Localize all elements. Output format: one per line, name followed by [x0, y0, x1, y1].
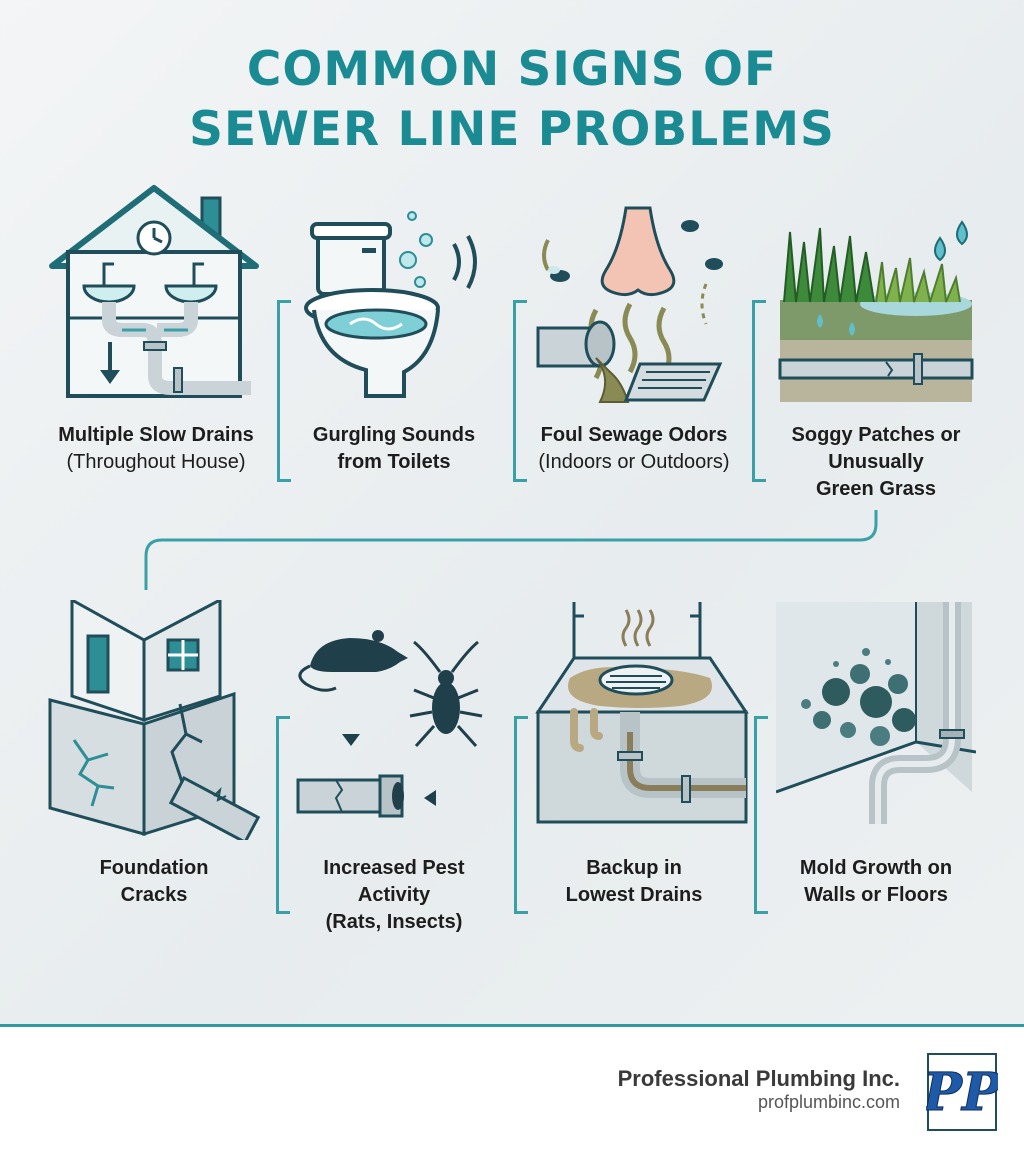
sign-2-sub: from Toilets [337, 451, 451, 473]
sign-4-sub: Unusually [828, 451, 924, 473]
sign-6-sub2: (Rats, Insects) [325, 911, 463, 933]
company-name: Professional Plumbing Inc. [617, 1066, 900, 1091]
sign-7-title: Backup in [586, 857, 682, 879]
title-line-2: SEWER LINE PROBLEMS [189, 102, 835, 157]
sign-caption-odors: Foul Sewage Odors (Indoors or Outdoors) [514, 422, 754, 476]
sign-2-title: Gurgling Sounds [312, 424, 476, 446]
floor-drain-backup-icon [535, 602, 749, 824]
sign-3-sub: (Indoors or Outdoors) [538, 451, 730, 473]
sign-1-sub: (Throughout House) [66, 451, 246, 473]
divider-bracket [277, 300, 291, 482]
sign-caption-mold: Mold Growth on Walls or Floors [756, 855, 996, 909]
sign-caption-slow-drains: Multiple Slow Drains (Throughout House) [36, 422, 276, 476]
company-url[interactable]: profplumbinc.com [757, 1092, 900, 1112]
cracked-foundation-icon [48, 600, 261, 840]
sign-5-title: Foundation [99, 857, 209, 879]
sign-caption-pests: Increased Pest Activity (Rats, Insects) [274, 855, 514, 936]
grass-pipe-icon [778, 220, 974, 402]
sign-8-sub: Walls or Floors [804, 884, 948, 906]
row-connector-line [144, 510, 878, 590]
divider-bracket [754, 716, 768, 914]
divider-bracket [276, 716, 290, 914]
sign-8-title: Mold Growth on [799, 857, 953, 879]
sign-caption-gurgling: Gurgling Sounds from Toilets [274, 422, 514, 476]
divider-bracket [752, 300, 766, 482]
divider-bracket [514, 716, 528, 914]
sign-5-sub: Cracks [120, 884, 188, 906]
sign-4-title: Soggy Patches or [791, 424, 961, 446]
sign-1-title: Multiple Slow Drains [58, 424, 254, 446]
page-title: COMMON SIGNS OF SEWER LINE PROBLEMS [0, 40, 1024, 160]
logo-text: PP [926, 1062, 998, 1123]
toilet-icon [304, 211, 477, 398]
sign-caption-backup: Backup in Lowest Drains [514, 855, 754, 909]
sign-caption-soggy-grass: Soggy Patches or Unusually Green Grass [756, 422, 996, 503]
title-line-1: COMMON SIGNS OF [246, 42, 778, 97]
sign-3-title: Foul Sewage Odors [540, 424, 728, 446]
sign-4-sub2: Green Grass [815, 478, 937, 500]
divider-bracket [513, 300, 527, 482]
footer-bar [0, 1024, 1024, 1157]
sign-6-title: Increased Pest [323, 857, 465, 879]
company-logo: PP [926, 1053, 998, 1131]
sign-7-sub: Lowest Drains [565, 884, 703, 906]
pests-icon [296, 630, 483, 818]
sign-caption-foundation: Foundation Cracks [34, 855, 274, 909]
nose-odor-icon [536, 206, 723, 403]
house-sinks-icon [49, 185, 259, 398]
sign-6-sub: Activity [357, 884, 431, 906]
mold-wall-icon [776, 602, 976, 824]
